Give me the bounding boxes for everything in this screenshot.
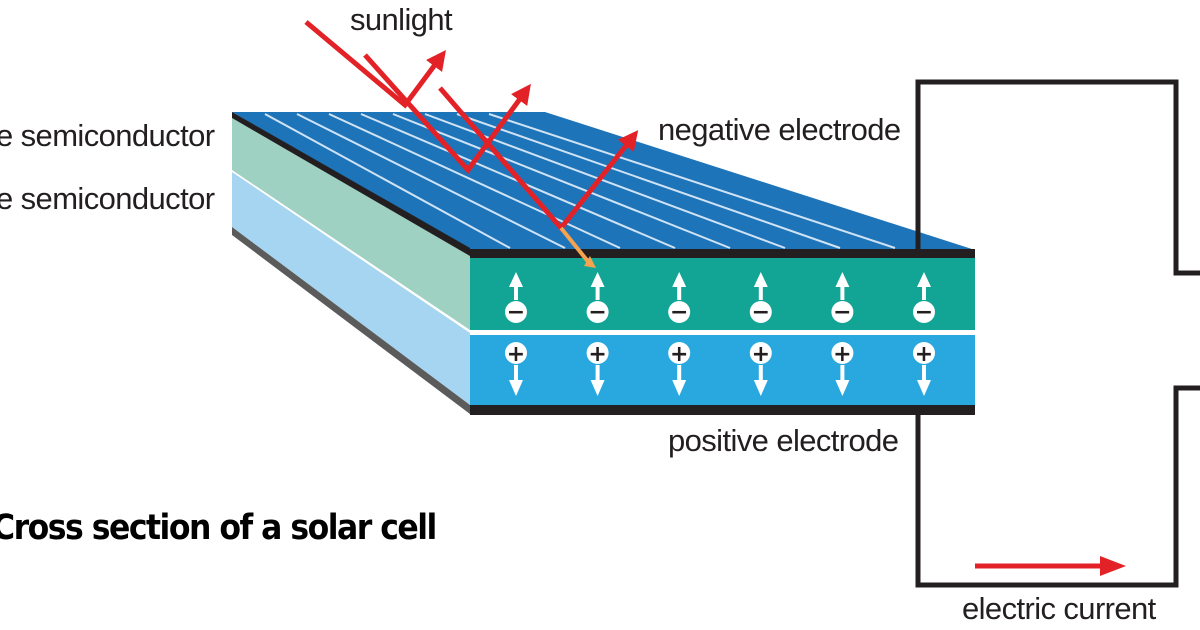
p-layer-side [232, 172, 470, 405]
light-ray-2 [363, 53, 531, 174]
junction-line [470, 330, 975, 335]
hole [831, 342, 854, 364]
electron [831, 301, 854, 323]
bottom-electrode-side [232, 227, 470, 414]
hole-sign: + [670, 342, 688, 367]
hole [505, 342, 527, 364]
n-layer-side [232, 118, 470, 330]
top-edge [232, 112, 470, 256]
negative-electrode-label: negative electrode [658, 112, 901, 147]
light-ray-1 [304, 20, 446, 109]
electron-arrow-head [672, 272, 687, 287]
hole-sign: + [752, 342, 770, 367]
hole-sign: + [915, 342, 933, 367]
electron [668, 301, 691, 323]
electron-sign: − [588, 300, 606, 325]
hole [749, 342, 772, 364]
n-type-layer [470, 258, 975, 330]
current-arrow-head [1100, 556, 1126, 576]
hole-arrow-head [590, 380, 605, 396]
hole-arrow-head [917, 380, 931, 396]
electron [749, 301, 772, 323]
hole-arrow-head [509, 380, 523, 396]
sunlight-label: sunlight [350, 2, 453, 37]
external-circuit [915, 79, 1200, 588]
hole [586, 342, 609, 364]
hole [668, 342, 691, 364]
hole-sign: + [507, 342, 525, 367]
electron [505, 301, 527, 323]
hole [913, 342, 935, 364]
positive-electrode [470, 405, 975, 415]
electron-path-head [584, 256, 596, 268]
electron [586, 301, 609, 323]
electron-arrow-head [917, 272, 931, 287]
electron-sign: − [915, 300, 933, 325]
electron-sign: − [752, 300, 770, 325]
p-type-layer [470, 335, 975, 405]
diagram-title: Cross section of a solar cell [0, 508, 437, 548]
n-type-semiconductor-label: e semiconductor [0, 118, 215, 153]
hole-arrow-head [672, 380, 687, 396]
electron-path [559, 226, 592, 266]
hole-sign: + [833, 342, 851, 367]
electron-sign: − [507, 300, 525, 325]
p-type-semiconductor-label: e semiconductor [0, 181, 215, 216]
negative-electrode [470, 249, 975, 258]
electron [913, 301, 935, 323]
electron-arrow-head [509, 272, 523, 287]
grid-lines [264, 113, 896, 249]
electron-arrow-head [753, 272, 768, 287]
electron-sign: − [670, 300, 688, 325]
hole-arrow-head [835, 380, 850, 396]
electron-sign: − [833, 300, 851, 325]
charge-carriers: − + − + − + − + − + − + [505, 272, 935, 396]
electric-current-label: electric current [962, 591, 1156, 626]
hole-arrow-head [753, 380, 768, 396]
electron-arrow-head [590, 272, 605, 287]
hole-sign: + [588, 342, 606, 367]
electron-arrow-head [835, 272, 850, 287]
positive-electrode-label: positive electrode [668, 423, 899, 458]
